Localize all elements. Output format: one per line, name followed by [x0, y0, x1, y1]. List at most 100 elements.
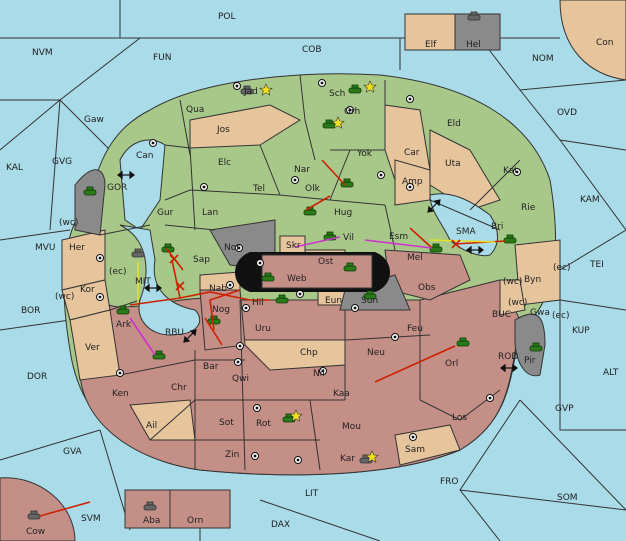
- label-Chp: Chp: [300, 348, 318, 358]
- label-Sch: Sch: [329, 89, 345, 99]
- supply-centers: [96, 79, 521, 464]
- label-Con: Con: [596, 38, 614, 48]
- units: [27, 11, 543, 520]
- unit-army: [240, 85, 254, 95]
- label-SMA: SMA: [456, 227, 476, 237]
- label-Ken: Ken: [112, 389, 129, 399]
- label-Orn: Orn: [187, 516, 203, 526]
- label-Uta: Uta: [445, 159, 461, 169]
- label-Eld: Eld: [447, 119, 461, 129]
- label-Mel: Mel: [407, 253, 423, 263]
- label-Car: Car: [404, 148, 420, 158]
- label-NVM: NVM: [32, 48, 53, 58]
- label-Nar: Nar: [294, 165, 310, 175]
- red-regions: [0, 249, 471, 541]
- unit-army: [116, 305, 130, 315]
- label-Yok: Yok: [356, 149, 373, 159]
- label-GVA: GVA: [63, 447, 83, 457]
- label-Obs: Obs: [418, 283, 436, 293]
- label-Hug: Hug: [334, 208, 352, 218]
- label-Sot: Sot: [219, 418, 234, 428]
- label-Ver: Ver: [85, 343, 100, 353]
- label-Ark: Ark: [116, 320, 132, 330]
- label-Bri: Bri: [491, 222, 503, 232]
- label-Nab: Nab: [209, 284, 227, 294]
- unit-army: [261, 272, 275, 282]
- unit-army: [343, 262, 357, 272]
- central-plateau: [261, 254, 373, 289]
- label-GVG: GVG: [52, 157, 72, 167]
- label-FRO: FRO: [440, 477, 459, 487]
- gray-regions: [74, 13, 546, 377]
- unit-army: [429, 243, 443, 253]
- label-Kar: Kar: [340, 454, 355, 464]
- province-labels: POL NVM FUN COB NOM OVD KAL GVG KAM TEI …: [6, 12, 619, 537]
- unit-army: [131, 248, 145, 258]
- unit-army: [275, 294, 289, 304]
- label-Chr: Chr: [171, 383, 187, 393]
- label-Tel: Tel: [252, 184, 265, 194]
- label-Los: Los: [452, 413, 467, 423]
- unit-army: [529, 342, 543, 352]
- label-Gur: Gur: [157, 208, 174, 218]
- label-Orl: Orl: [445, 359, 458, 369]
- label-Byn: Byn: [524, 275, 541, 285]
- unit-army: [503, 234, 517, 244]
- label-Jad: Jad: [243, 87, 258, 97]
- label-Her: Her: [69, 243, 85, 253]
- label-Grh: Grh: [344, 107, 360, 117]
- order-arrows: [39, 159, 506, 517]
- label-COB: COB: [302, 45, 322, 55]
- label-KAM: KAM: [580, 195, 600, 205]
- label-Kat: Kat: [503, 166, 518, 176]
- label-Eun: Eun: [325, 296, 342, 306]
- label-Nor: Nor: [224, 243, 240, 253]
- inner-channels: [119, 139, 498, 336]
- unit-army: [467, 11, 481, 21]
- label-GOR: GOR: [107, 183, 127, 193]
- label-coast-byn: (ec): [553, 263, 571, 273]
- label-Feu: Feu: [407, 324, 423, 334]
- label-Nog: Nog: [212, 305, 230, 315]
- label-Zin: Zin: [225, 450, 239, 460]
- label-Bar: Bar: [203, 362, 219, 372]
- label-Aba: Aba: [143, 516, 160, 526]
- label-Ost: Ost: [318, 257, 334, 267]
- label-coast-gwa1: (wc): [503, 277, 522, 287]
- unit-army: [348, 84, 362, 94]
- label-DAX: DAX: [271, 520, 290, 530]
- label-Web: Web: [287, 274, 307, 284]
- label-Skr: Skr: [286, 241, 301, 251]
- unit-army: [143, 501, 157, 511]
- label-Sun: Sun: [361, 296, 378, 306]
- label-MVU: MVU: [35, 243, 56, 253]
- label-SVM: SVM: [81, 514, 101, 524]
- label-Gwa: Gwa: [530, 308, 550, 318]
- label-Rot: Rot: [256, 419, 271, 429]
- unit-army: [456, 337, 470, 347]
- label-Qua: Qua: [186, 105, 204, 115]
- unit-army: [83, 186, 97, 196]
- label-coast-her: (wc): [59, 218, 78, 228]
- label-ALT: ALT: [603, 368, 619, 378]
- label-LIT: LIT: [305, 489, 319, 499]
- unit-army: [152, 350, 166, 360]
- label-POL: POL: [218, 12, 236, 22]
- label-Pir: Pir: [524, 356, 536, 366]
- label-Olk: Olk: [305, 184, 321, 194]
- label-Ail: Ail: [146, 421, 157, 431]
- home-stars: [259, 80, 379, 463]
- label-Elf: Elf: [425, 40, 437, 50]
- label-Jos: Jos: [216, 125, 230, 135]
- unit-army: [363, 290, 377, 300]
- label-KAL: KAL: [6, 163, 23, 173]
- label-Kaa: Kaa: [333, 389, 350, 399]
- label-Qwi: Qwi: [232, 374, 249, 384]
- label-BOR: BOR: [21, 306, 40, 316]
- failed-order-marks: [169, 239, 461, 291]
- label-coast-gwa3: (wc): [508, 298, 527, 308]
- label-Can: Can: [136, 151, 154, 161]
- label-ROD: ROD: [498, 352, 518, 362]
